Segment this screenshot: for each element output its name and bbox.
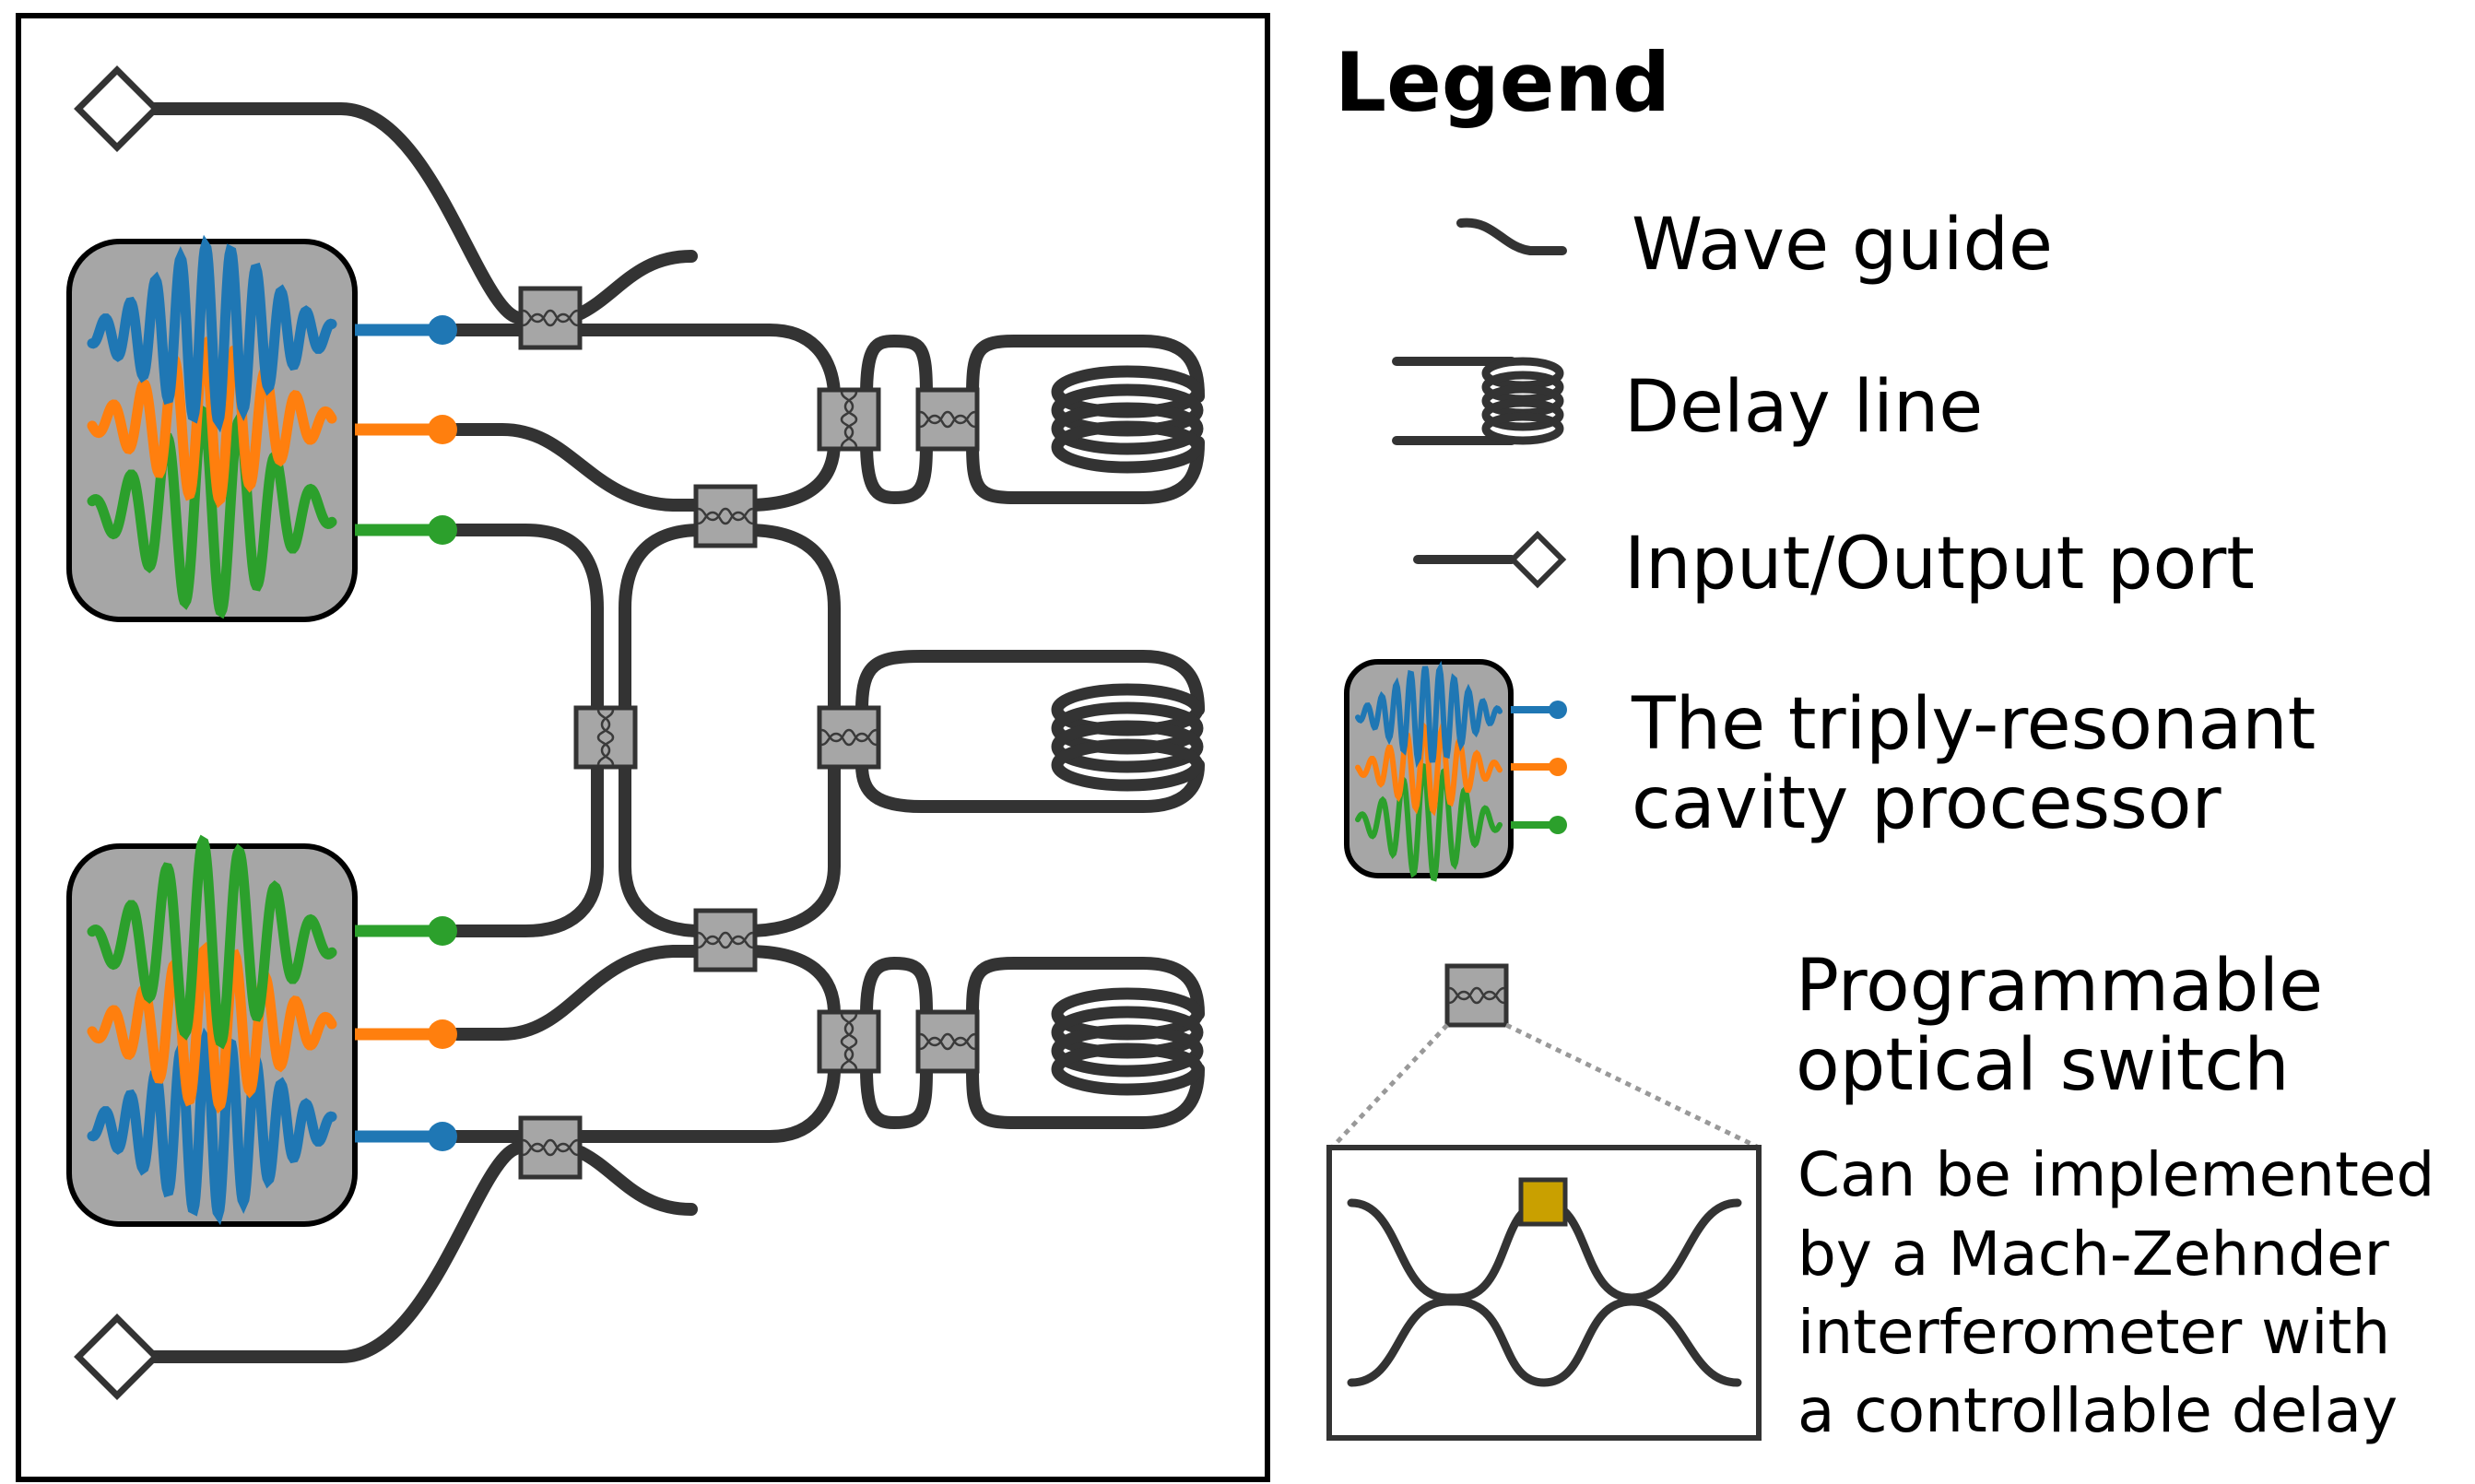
switch-bottom-center (696, 911, 755, 970)
switch-left-vertical (576, 708, 635, 767)
legend-switch-line1: Programmable (1796, 945, 2323, 1028)
delay-line-bottom (1057, 994, 1197, 1089)
legend-title: Legend (1335, 35, 1670, 130)
wave-packet-orange (1355, 721, 1503, 817)
cavity-processor-icon (1344, 659, 1567, 882)
cavity-processor-bottom (66, 834, 358, 1227)
io-port-icon (1413, 530, 1567, 589)
io-port-bottom (78, 1318, 156, 1396)
mzi-zoom-box (1326, 1145, 1762, 1441)
switch-top-input (521, 289, 580, 347)
switch-top-ring-right (918, 390, 977, 449)
delay-line-top (1057, 371, 1197, 467)
legend-cavity-line2: cavity processor (1632, 762, 2222, 845)
legend-mzi-line1: Can be implemented (1797, 1139, 2434, 1210)
legend-mzi-line4: a controllable delay (1797, 1375, 2398, 1446)
switch-bottom-ring-left (819, 1012, 878, 1071)
switch-top-ring-left (819, 390, 878, 449)
optical-switch-icon (1444, 963, 1509, 1028)
delay-line-middle (1057, 689, 1197, 785)
wave-packet-blue (87, 234, 337, 433)
zoom-line-right (1504, 1022, 1761, 1150)
delay-line-icon (1392, 357, 1564, 445)
wave-packet-blue (1355, 660, 1503, 769)
legend-io-port: Input/Output port (1624, 523, 2255, 606)
switch-top-center (696, 487, 755, 546)
switch-bottom-input (521, 1118, 580, 1177)
zoom-line-left (1330, 1023, 1449, 1149)
legend-delay-line: Delay line (1624, 366, 1983, 449)
cavity-top-outputs (355, 315, 457, 545)
switch-bottom-ring-right (918, 1012, 977, 1071)
io-port-top (78, 70, 156, 147)
circuit-frame (16, 13, 1270, 1482)
cavity-processor-top (66, 234, 358, 622)
cavity-bottom-outputs (355, 916, 457, 1151)
waveguides (109, 102, 1205, 1363)
legend-cavity-line1: The triply-resonant (1631, 683, 2316, 766)
wave-packet-orange (87, 336, 337, 509)
switch-middle-right (819, 708, 878, 767)
wave-packet-green (87, 834, 337, 1050)
legend-wave-guide: Wave guide (1632, 204, 2053, 287)
legend-switch-line2: optical switch (1796, 1024, 2290, 1107)
legend-mzi-line2: by a Mach-Zehnder (1797, 1219, 2390, 1290)
wave-packet-blue (87, 1027, 337, 1226)
controllable-delay-icon (1518, 1177, 1568, 1227)
wave-packet-green (87, 404, 337, 619)
wave-packet-green (1355, 762, 1503, 882)
wave-guide-icon (1456, 218, 1567, 255)
legend-mzi-line3: interferometer with (1797, 1297, 2390, 1368)
wave-packet-orange (87, 941, 337, 1114)
